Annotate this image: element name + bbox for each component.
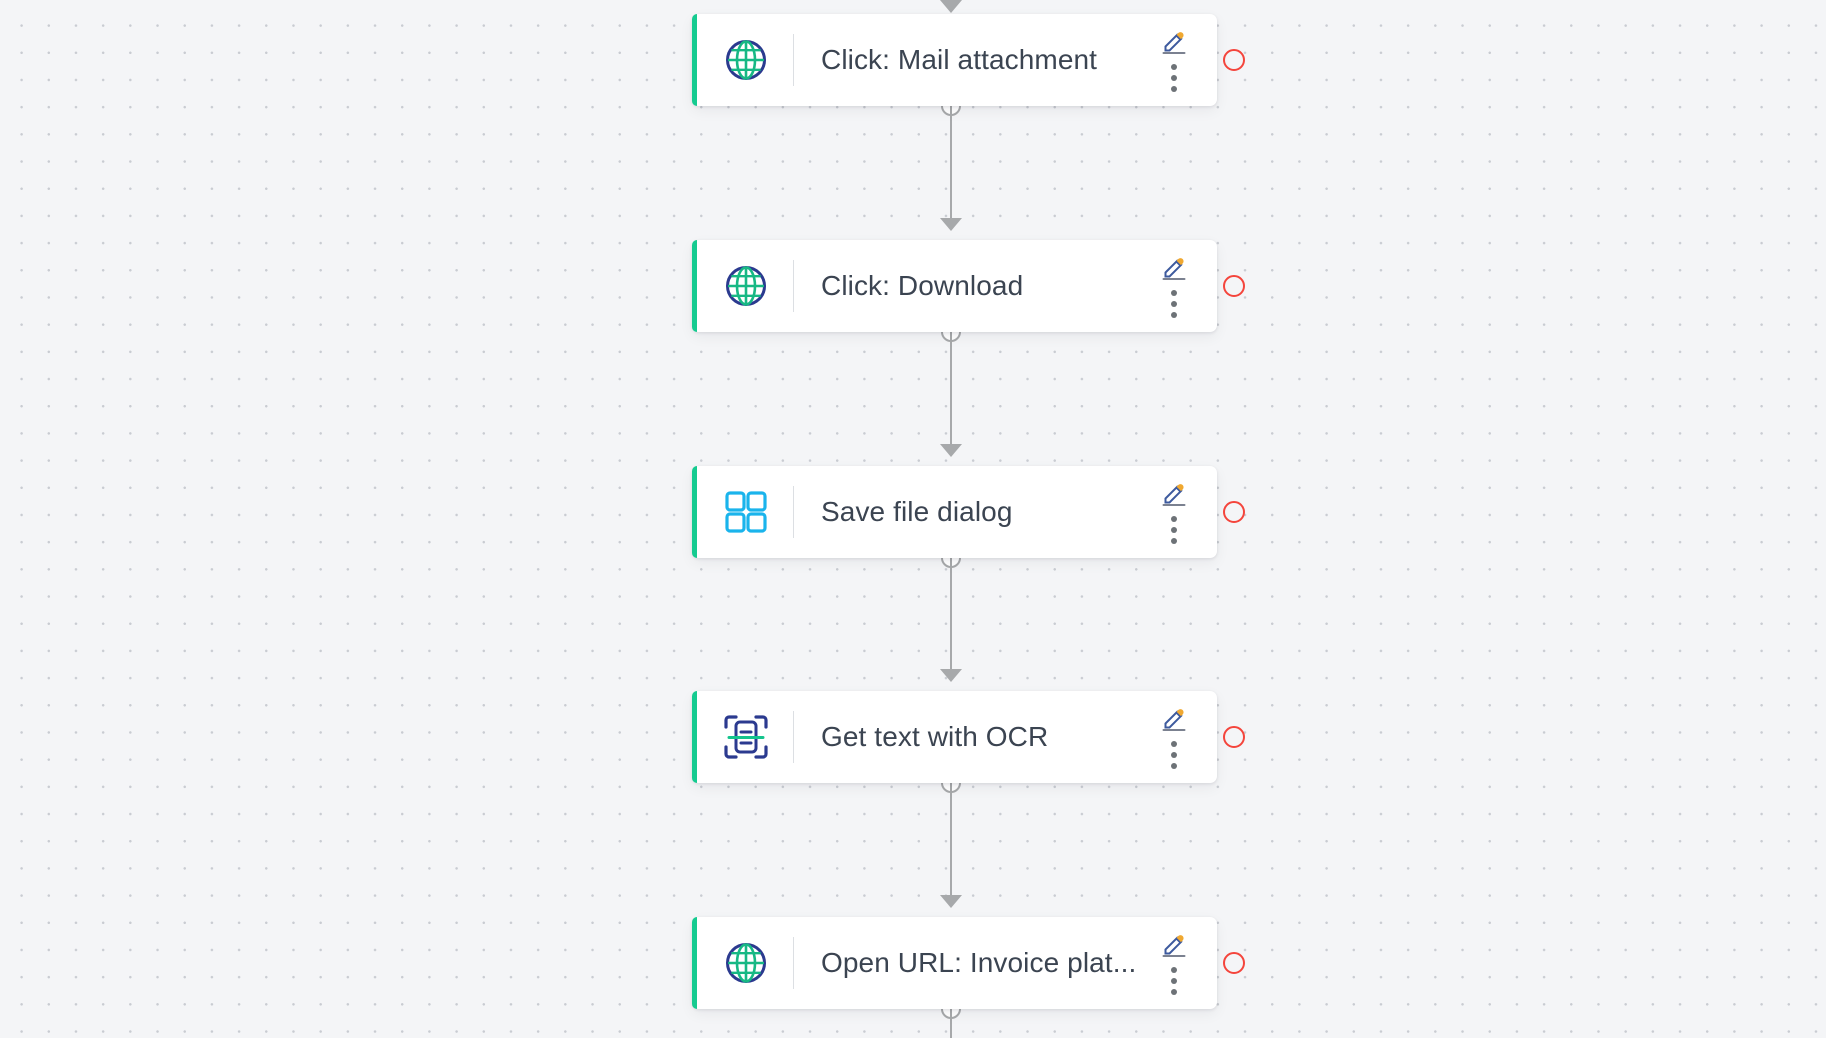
- kebab-dot: [1171, 526, 1177, 533]
- node-divider: [793, 34, 794, 86]
- globe-icon: [723, 940, 769, 986]
- kebab-dot: [1171, 966, 1177, 973]
- workflow-node[interactable]: Open URL: Invoice plat...: [692, 917, 1245, 1009]
- more-options-icon[interactable]: [1171, 515, 1177, 544]
- node-actions: [1157, 240, 1191, 332]
- kebab-dot: [1171, 762, 1177, 769]
- globe-icon: [723, 263, 769, 309]
- workflow-node[interactable]: Click: Download: [692, 240, 1245, 332]
- node-status-accent-bar: [692, 14, 697, 106]
- edit-pencil-icon[interactable]: [1161, 706, 1187, 732]
- ocr-scan-icon: [723, 714, 769, 760]
- kebab-dot: [1171, 537, 1177, 544]
- edit-pencil-icon[interactable]: [1161, 932, 1187, 958]
- node-status-accent-bar: [692, 917, 697, 1009]
- connector-line: [950, 106, 952, 218]
- workflow-node[interactable]: Get text with OCR: [692, 691, 1245, 783]
- status-indicator-icon[interactable]: [1223, 952, 1245, 974]
- kebab-dot: [1171, 311, 1177, 318]
- connector-arrowhead: [940, 218, 962, 231]
- node-actions: [1157, 466, 1191, 558]
- node-divider: [793, 260, 794, 312]
- kebab-dot: [1171, 74, 1177, 81]
- node-status-accent-bar: [692, 466, 697, 558]
- status-indicator-icon[interactable]: [1223, 726, 1245, 748]
- workflow-node[interactable]: Click: Mail attachment: [692, 14, 1245, 106]
- kebab-dot: [1171, 300, 1177, 307]
- node-actions: [1157, 691, 1191, 783]
- connector-arrowhead: [940, 444, 962, 457]
- edit-pencil-icon[interactable]: [1161, 29, 1187, 55]
- status-indicator-icon[interactable]: [1223, 275, 1245, 297]
- node-label: Open URL: Invoice plat...: [821, 947, 1137, 978]
- edit-pencil-icon[interactable]: [1161, 255, 1187, 281]
- globe-icon: [723, 37, 769, 83]
- status-indicator-icon[interactable]: [1223, 501, 1245, 523]
- node-divider: [793, 937, 794, 989]
- kebab-dot: [1171, 751, 1177, 758]
- node-actions: [1157, 14, 1191, 106]
- more-options-icon[interactable]: [1171, 63, 1177, 92]
- grid-icon: [723, 489, 769, 535]
- more-options-icon[interactable]: [1171, 966, 1177, 995]
- kebab-dot: [1171, 977, 1177, 984]
- node-label: Click: Download: [821, 270, 1024, 301]
- connector-arrowhead: [940, 0, 962, 13]
- kebab-dot: [1171, 515, 1177, 522]
- node-status-accent-bar: [692, 691, 697, 783]
- more-options-icon[interactable]: [1171, 740, 1177, 769]
- connector-line: [950, 1009, 952, 1038]
- connector-line: [950, 558, 952, 669]
- node-divider: [793, 711, 794, 763]
- workflow-node[interactable]: Save file dialog: [692, 466, 1245, 558]
- node-status-accent-bar: [692, 240, 697, 332]
- node-actions: [1157, 917, 1191, 1009]
- connector-arrowhead: [940, 669, 962, 682]
- kebab-dot: [1171, 988, 1177, 995]
- connector-arrowhead: [940, 895, 962, 908]
- connector-line: [950, 783, 952, 895]
- kebab-dot: [1171, 289, 1177, 296]
- node-label: Get text with OCR: [821, 721, 1049, 752]
- kebab-dot: [1171, 85, 1177, 92]
- node-label: Save file dialog: [821, 496, 1013, 527]
- kebab-dot: [1171, 740, 1177, 747]
- more-options-icon[interactable]: [1171, 289, 1177, 318]
- kebab-dot: [1171, 63, 1177, 70]
- node-divider: [793, 486, 794, 538]
- edit-pencil-icon[interactable]: [1161, 481, 1187, 507]
- node-label: Click: Mail attachment: [821, 44, 1098, 75]
- status-indicator-icon[interactable]: [1223, 49, 1245, 71]
- connector-line: [950, 332, 952, 444]
